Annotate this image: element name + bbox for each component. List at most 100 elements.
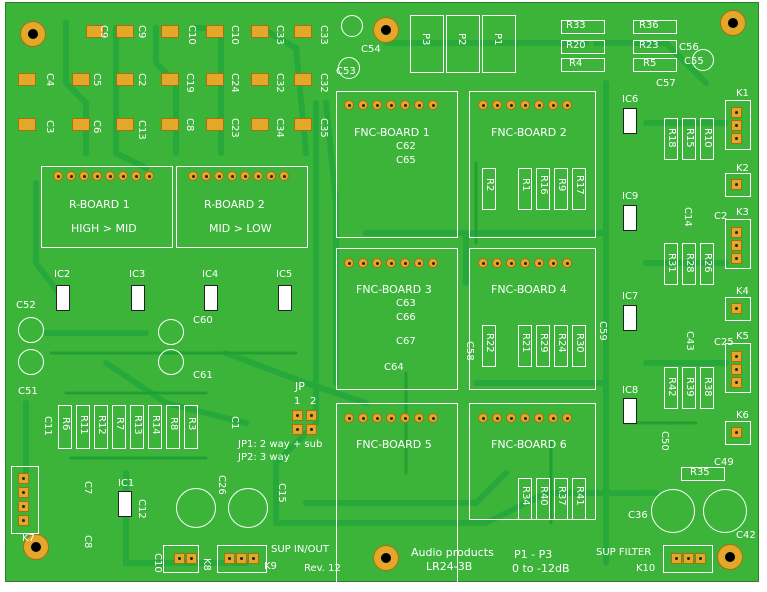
label-c9-a: C9 — [98, 25, 109, 39]
label-r23: R23 — [639, 40, 659, 51]
header-pin — [428, 413, 438, 423]
header-pin — [344, 413, 354, 423]
electrolytic-cap-c60 — [158, 319, 184, 345]
connector-pin — [174, 553, 185, 564]
header-pin — [400, 258, 410, 268]
label-c59: C59 — [597, 321, 608, 341]
resistor-r2-outline — [482, 168, 496, 210]
resistor-r34-outline — [518, 478, 532, 520]
header-pin — [214, 171, 224, 181]
label-r9: R9 — [556, 178, 567, 192]
label-r28: R28 — [684, 253, 695, 273]
pot-note-2: 0 to -12dB — [512, 562, 570, 575]
label-r26: R26 — [702, 253, 713, 273]
label-c10-a: C10 — [186, 25, 197, 45]
label-c2: C2 — [714, 211, 728, 222]
header-pin — [53, 171, 63, 181]
ic2-chip — [56, 285, 70, 311]
label-k2: K2 — [736, 163, 749, 174]
label-ic8: IC8 — [622, 385, 639, 396]
r-board-2-caption: MID > LOW — [209, 222, 272, 235]
electrolytic-cap-c52 — [18, 317, 44, 343]
header-pin — [358, 413, 368, 423]
board-revision: Rev. 12 — [304, 563, 341, 574]
label-c52: C52 — [16, 300, 36, 311]
label-p1: P1 — [492, 33, 503, 46]
connector-k6-outline — [725, 421, 751, 445]
smd-cap-pad — [86, 25, 104, 38]
label-c3: C3 — [44, 120, 55, 134]
header-pin — [478, 100, 488, 110]
connector-pin — [224, 553, 235, 564]
smd-cap-pad — [18, 73, 36, 86]
label-r21: R21 — [520, 333, 531, 353]
label-r1: R1 — [520, 178, 531, 192]
label-c54: C54 — [361, 44, 381, 55]
ic3-chip — [131, 285, 145, 311]
label-r37: R37 — [556, 486, 567, 506]
label-ic6: IC6 — [622, 94, 639, 105]
resistor-r8-outline — [166, 405, 180, 449]
header-pin — [414, 100, 424, 110]
label-c34: C34 — [274, 118, 285, 138]
header-pin — [400, 413, 410, 423]
label-c1: C1 — [229, 416, 240, 430]
board-title: Audio products — [411, 546, 494, 559]
electrolytic-cap-c53 — [338, 57, 360, 79]
header-pin — [66, 171, 76, 181]
jumper-pin-1-label: 1 — [294, 396, 301, 407]
electrolytic-cap-c61 — [158, 349, 184, 375]
smd-cap-pad — [161, 118, 179, 131]
header-pin — [266, 171, 276, 181]
label-k5: K5 — [736, 331, 749, 342]
connector-pin — [248, 553, 259, 564]
label-k3: K3 — [736, 207, 749, 218]
r-board-2-outline — [176, 166, 308, 248]
resistor-r36-outline — [633, 20, 677, 34]
label-r35: R35 — [690, 467, 710, 478]
header-pin — [386, 258, 396, 268]
label-c62: C62 — [396, 141, 416, 152]
connector-pin — [731, 133, 742, 144]
smd-cap-pad — [116, 25, 134, 38]
label-c11: C11 — [42, 416, 53, 436]
header-pin — [428, 100, 438, 110]
label-c58: C58 — [464, 341, 475, 361]
connector-k1-outline — [725, 100, 751, 150]
label-c14: C14 — [682, 207, 693, 227]
header-pin — [188, 171, 198, 181]
label-c56: C56 — [679, 42, 699, 53]
label-r22: R22 — [484, 333, 495, 353]
header-pin — [492, 413, 502, 423]
header-pin — [118, 171, 128, 181]
label-r14: R14 — [150, 415, 161, 435]
jumper-pin — [306, 424, 317, 435]
electrolytic-cap-c26 — [176, 488, 216, 528]
label-c35: C35 — [318, 118, 329, 138]
electrolytic-cap-c42 — [703, 489, 747, 533]
header-pin — [279, 171, 289, 181]
label-r30: R30 — [574, 333, 585, 353]
smd-cap-pad — [116, 73, 134, 86]
connector-k9-outline — [217, 545, 267, 573]
smd-cap-pad — [116, 118, 134, 131]
mounting-hole-top-left — [20, 21, 46, 47]
connector-pin — [731, 351, 742, 362]
label-c33-a: C33 — [274, 25, 285, 45]
jumper-pin-2-label: 2 — [310, 396, 317, 407]
fnc-board-2-label: FNC-BOARD 2 — [491, 126, 567, 139]
connector-k7-outline — [11, 466, 39, 534]
label-c65: C65 — [396, 155, 416, 166]
header-pin — [344, 258, 354, 268]
label-r42: R42 — [666, 377, 677, 397]
label-k4: K4 — [736, 286, 749, 297]
label-ic5: IC5 — [276, 269, 293, 280]
header-pin — [372, 258, 382, 268]
resistor-r31-outline — [664, 243, 678, 285]
connector-pin — [671, 553, 682, 564]
smd-cap-pad — [294, 25, 312, 38]
header-pin — [548, 100, 558, 110]
label-c25: C25 — [714, 337, 734, 348]
label-c10-b: C10 — [229, 25, 240, 45]
label-sup-in-out: SUP IN/OUT — [271, 544, 329, 555]
